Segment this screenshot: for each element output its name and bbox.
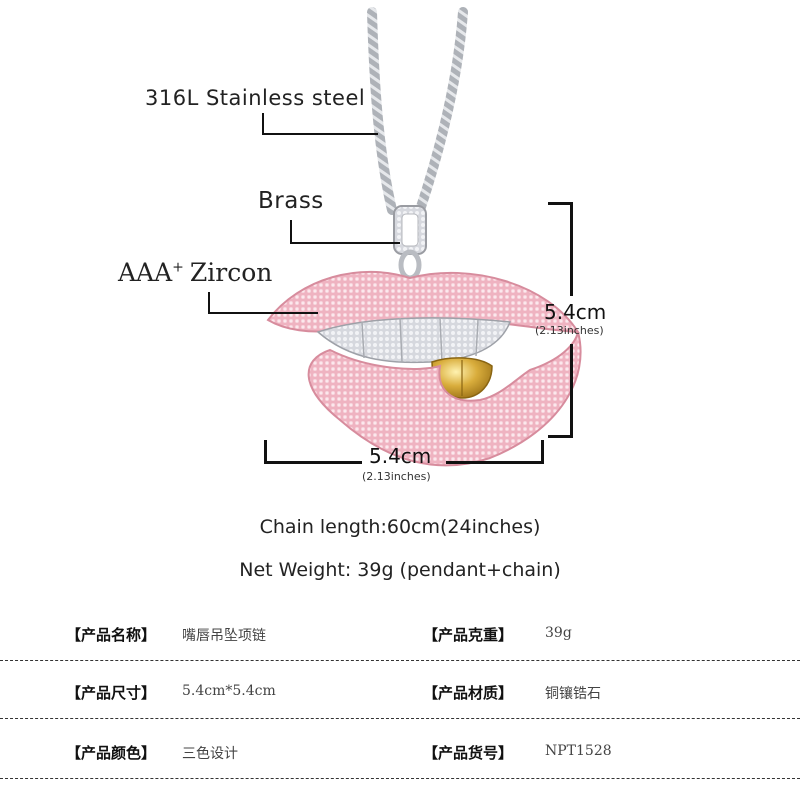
chain-left-strand bbox=[367, 7, 397, 215]
net-weight-spec: Net Weight: 39g (pendant+chain) bbox=[239, 559, 561, 581]
width-inches: (2.13inches) bbox=[362, 470, 431, 483]
stone-leader-vertical bbox=[208, 292, 210, 314]
pendant-illustration bbox=[266, 7, 582, 467]
info-key-weight: 【产品克重】 bbox=[423, 626, 514, 644]
height-bracket-upper bbox=[570, 202, 573, 296]
info-key-size: 【产品尺寸】 bbox=[66, 684, 157, 702]
info-val-weight: 39g bbox=[545, 625, 572, 641]
info-val-sku: NPT1528 bbox=[545, 743, 612, 759]
chain-leader-horizontal bbox=[262, 133, 378, 135]
info-key-material: 【产品材质】 bbox=[423, 684, 514, 702]
width-cm: 5.4cm bbox=[369, 444, 432, 468]
info-val-size: 5.4cm*5.4cm bbox=[182, 683, 276, 699]
teeth bbox=[316, 317, 512, 364]
width-bracket-left bbox=[264, 440, 267, 464]
chain-right-strand bbox=[415, 7, 468, 215]
info-key-name: 【产品名称】 bbox=[66, 626, 157, 644]
stone-superscript: + bbox=[172, 259, 184, 276]
table-divider-2 bbox=[0, 718, 800, 719]
lower-lip bbox=[307, 331, 582, 467]
stone-label: AAA+ Zircon bbox=[118, 258, 272, 287]
stone-prefix: AAA bbox=[118, 258, 173, 287]
info-val-name: 嘴唇吊坠项链 bbox=[182, 628, 266, 644]
table-divider-1 bbox=[0, 660, 800, 661]
stone-name: Zircon bbox=[189, 258, 273, 287]
chain-length-spec: Chain length:60cm(24inches) bbox=[259, 516, 541, 538]
width-bracket-line-left bbox=[264, 461, 362, 464]
height-bracket-bottom bbox=[548, 435, 572, 438]
bail-leader-vertical bbox=[290, 220, 292, 244]
table-divider-3 bbox=[0, 778, 800, 779]
chain-leader-vertical bbox=[262, 113, 264, 135]
info-val-material: 铜镶锆石 bbox=[545, 686, 601, 702]
width-bracket-right bbox=[541, 440, 544, 464]
stone-leader-horizontal bbox=[208, 312, 318, 314]
width-bracket-line-right bbox=[446, 461, 544, 464]
chain-material-label: 316L Stainless steel bbox=[145, 86, 366, 110]
height-cm: 5.4cm bbox=[544, 300, 607, 324]
bail-leader-horizontal bbox=[290, 242, 400, 244]
height-inches: (2.13inches) bbox=[535, 324, 604, 337]
info-key-sku: 【产品货号】 bbox=[423, 744, 514, 762]
bail-material-label: Brass bbox=[258, 188, 324, 214]
info-val-color: 三色设计 bbox=[182, 746, 238, 762]
info-key-color: 【产品颜色】 bbox=[66, 744, 157, 762]
height-bracket-top bbox=[548, 202, 572, 205]
height-bracket-lower bbox=[570, 344, 573, 438]
jump-ring bbox=[398, 249, 422, 281]
